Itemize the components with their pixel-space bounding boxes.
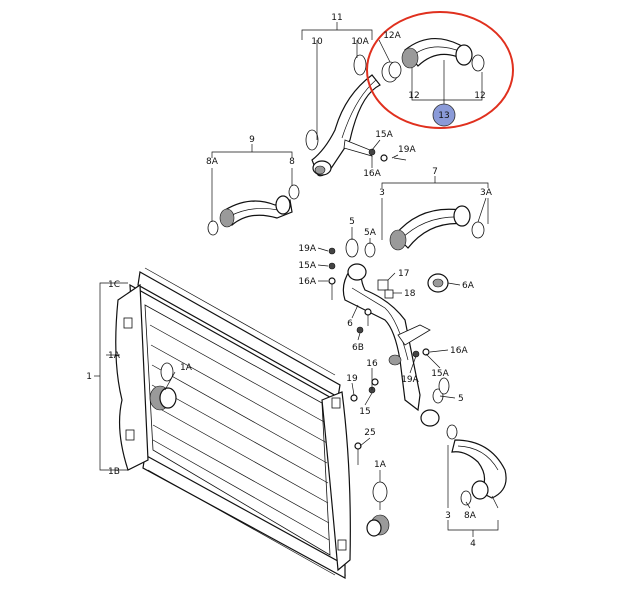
callout-5a[interactable]: 5A: [364, 228, 377, 238]
callout-8a-left[interactable]: 8A: [206, 157, 219, 167]
fasteners: [328, 148, 430, 465]
callout-1c[interactable]: 1C: [108, 280, 120, 290]
callout-7[interactable]: 7: [432, 167, 438, 177]
charge-hose-4: [446, 424, 507, 506]
callout-17[interactable]: 17: [398, 269, 409, 279]
callout-1a-side[interactable]: 1A: [108, 351, 121, 361]
callout-1a-inner[interactable]: 1A: [180, 363, 193, 373]
boost-hose-12a: [388, 38, 485, 79]
callout-6b[interactable]: 6B: [352, 343, 364, 353]
callout-11[interactable]: 11: [331, 13, 342, 23]
charge-hose-9: [207, 184, 300, 236]
callout-8-left[interactable]: 8: [289, 157, 295, 167]
callout-3a[interactable]: 3A: [480, 188, 493, 198]
callout-15a-right[interactable]: 15A: [431, 369, 449, 379]
callout-19a-right[interactable]: 19A: [401, 375, 419, 385]
callout-1[interactable]: 1: [86, 372, 92, 382]
callout-16a-top[interactable]: 16A: [363, 169, 381, 179]
callout-1b[interactable]: 1B: [108, 467, 120, 477]
callout-18[interactable]: 18: [404, 289, 416, 299]
callout-12-right[interactable]: 12: [474, 91, 485, 101]
callout-19a-mid[interactable]: 19A: [298, 244, 316, 254]
intercooler-core: [115, 267, 390, 580]
callout-8a-low[interactable]: 8A: [464, 511, 477, 521]
seal-rings: [160, 362, 450, 503]
callout-10a[interactable]: 10A: [351, 37, 369, 47]
callout-16[interactable]: 16: [366, 359, 378, 369]
callout-15a-mid[interactable]: 15A: [298, 261, 316, 271]
callout-3-low[interactable]: 3: [445, 511, 451, 521]
callout-13[interactable]: 13: [438, 111, 449, 121]
highlight-ring: [366, 11, 514, 129]
callout-6[interactable]: 6: [347, 319, 353, 329]
callout-labels: 11 12A 10 10A 12 12 13 15A 19A 16A 9 8A …: [86, 13, 493, 549]
callout-19[interactable]: 19: [346, 374, 358, 384]
callout-9[interactable]: 9: [249, 135, 255, 145]
callout-16a-right[interactable]: 16A: [450, 346, 468, 356]
part-13-badge[interactable]: [432, 103, 456, 127]
callout-5-mid[interactable]: 5: [349, 217, 355, 227]
charge-hose-7: [389, 205, 485, 251]
callout-1a-low[interactable]: 1A: [374, 460, 387, 470]
callout-4[interactable]: 4: [470, 539, 476, 549]
callout-5-low[interactable]: 5: [458, 394, 464, 404]
callout-15[interactable]: 15: [359, 407, 370, 417]
callout-25[interactable]: 25: [364, 428, 375, 438]
charge-pipe-6: [342, 238, 449, 427]
callout-19a-top[interactable]: 19A: [398, 145, 416, 155]
callout-10[interactable]: 10: [311, 37, 323, 47]
callout-3-top[interactable]: 3: [379, 188, 385, 198]
callout-6a[interactable]: 6A: [462, 281, 475, 291]
callout-12a[interactable]: 12A: [383, 31, 401, 41]
callout-15a-top[interactable]: 15A: [375, 130, 393, 140]
callout-12-left[interactable]: 12: [408, 91, 419, 101]
callout-16a-mid[interactable]: 16A: [298, 277, 316, 287]
leader-lines: [94, 22, 499, 537]
